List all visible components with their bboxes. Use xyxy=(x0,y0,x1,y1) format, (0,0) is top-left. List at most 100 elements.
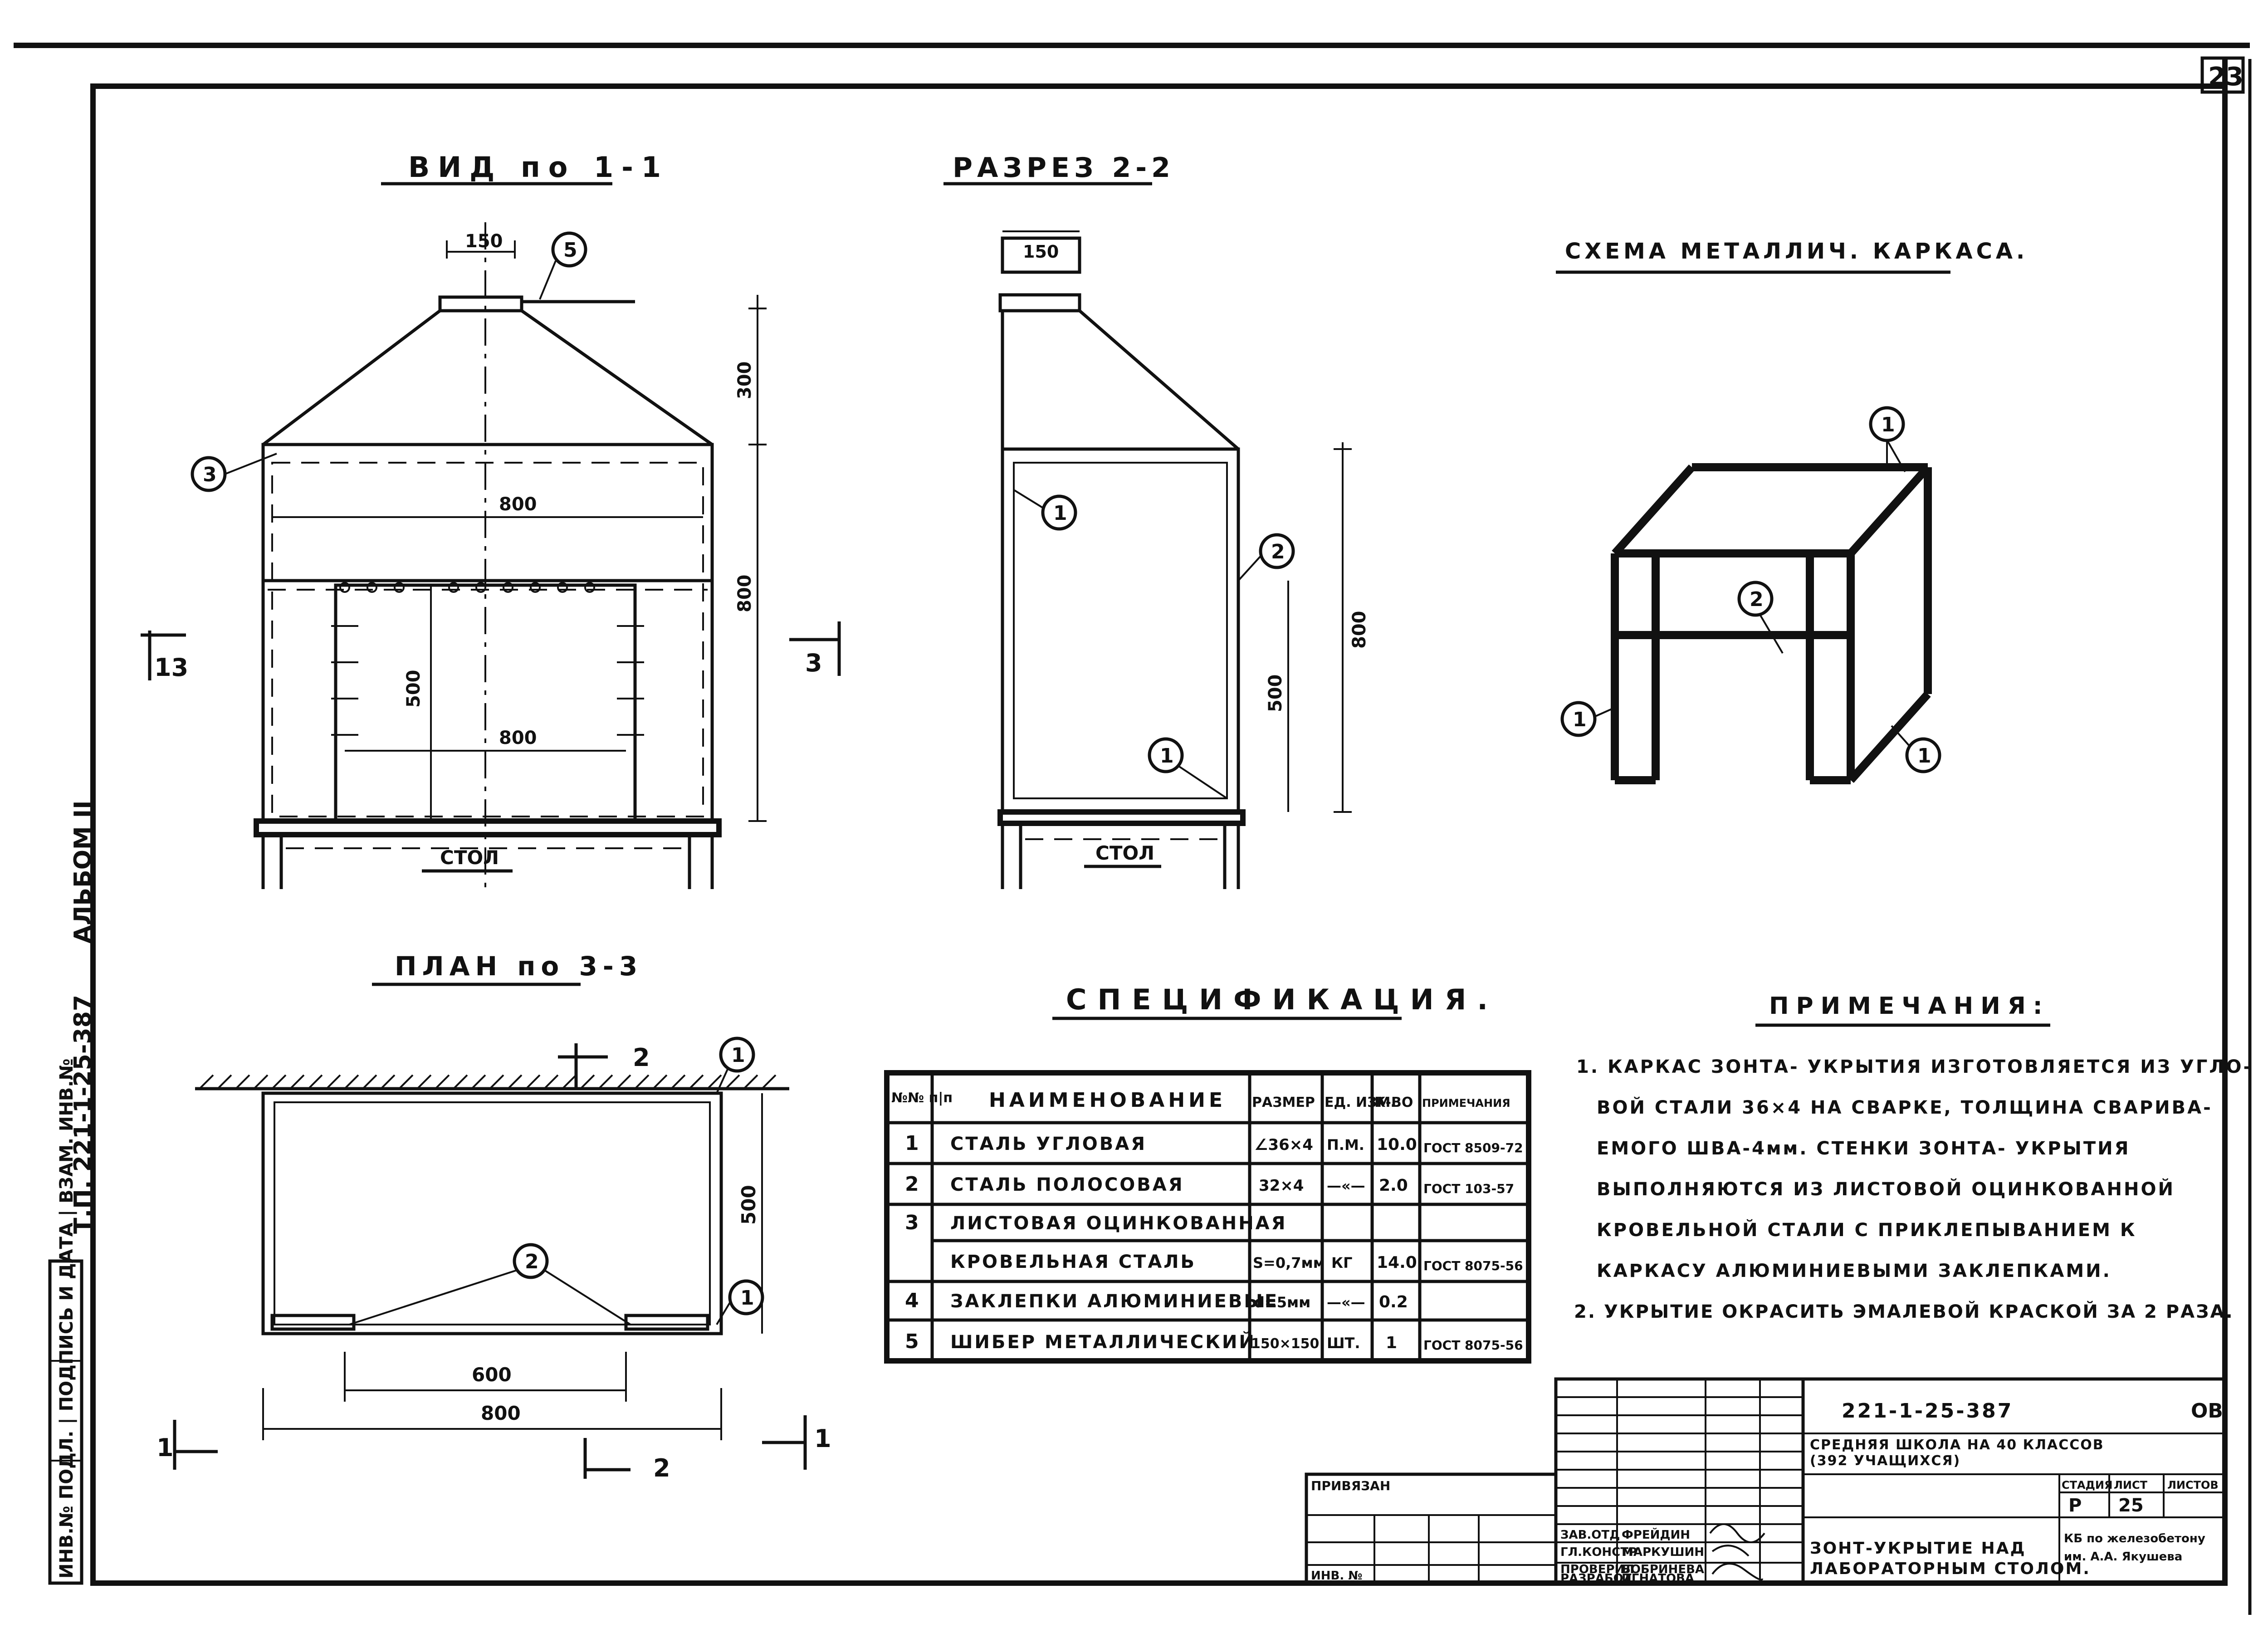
wall-hatch xyxy=(199,1074,777,1090)
side-margin: ИНВ.№ ПОДЛ. | ПОДПИСЬ И ДАТА | ВЗАМ. ИНВ… xyxy=(48,801,97,1585)
spec-r4-qty: 14.0 xyxy=(1377,1253,1417,1272)
callout-2-a xyxy=(1259,533,1295,569)
spec-r4-name: КРОВЕЛЬНАЯ СТАЛЬ xyxy=(950,1252,1196,1272)
spec-r5-name: ЗАКЛЕПКИ АЛЮМИНИЕВЫЕ xyxy=(950,1291,1279,1312)
role-4: РАЗРАБОТ xyxy=(1560,1572,1632,1585)
callout-2-b-text: 2 xyxy=(1750,588,1764,611)
spec-r5-qty: 0.2 xyxy=(1379,1293,1408,1311)
inv-label: ИНВ. № xyxy=(1311,1569,1363,1583)
callout-2-c-text: 2 xyxy=(525,1250,539,1273)
callout-1-e-text: 1 xyxy=(1917,744,1931,768)
spec-h-n: №№ п|п xyxy=(891,1090,953,1106)
spec-r2-size: 32×4 xyxy=(1259,1177,1304,1195)
spec-r4-unit: КГ xyxy=(1331,1254,1353,1271)
note-line-2: ВОЙ СТАЛИ 36×4 НА СВАРКЕ, ТОЛЩИНА СВАРИВ… xyxy=(1597,1096,2213,1118)
cut-mark-13: 13 xyxy=(154,653,188,682)
note-line-7: 2. УКРЫТИЕ ОКРАСИТЬ ЭМАЛЕВОЙ КРАСКОЙ ЗА … xyxy=(1574,1301,2234,1322)
signatures-scribble xyxy=(1709,1523,1765,1581)
attached-label: ПРИВЯЗАН xyxy=(1311,1478,1390,1493)
spec-r6-qty: 1 xyxy=(1386,1334,1397,1352)
table-label-b: СТОЛ xyxy=(1095,842,1154,864)
spec-r6-size: 150×150 xyxy=(1251,1336,1319,1352)
callout-5-text: 5 xyxy=(563,239,577,262)
org-line-1: КБ по железобетону xyxy=(2064,1532,2205,1545)
spec-r5-size: d=5мм xyxy=(1254,1294,1310,1311)
section-2-2-title: РАЗРЕЗ 2-2 xyxy=(953,152,1175,184)
spec-r6-name: ШИБЕР МЕТАЛЛИЧЕСКИЙ xyxy=(950,1331,1256,1353)
spec-r6-unit: ШТ. xyxy=(1327,1335,1360,1352)
cut-mark-2-b: 2 xyxy=(653,1454,670,1482)
dim-300-a: 300 xyxy=(734,362,755,400)
note-line-5: КРОВЕЛЬНОЙ СТАЛИ С ПРИКЛЕПЫВАНИЕМ К xyxy=(1597,1219,2137,1241)
sheet-value: 25 xyxy=(2118,1495,2144,1516)
callout-1-f xyxy=(719,1037,755,1073)
page-label: 23 xyxy=(2208,62,2244,92)
spec-r1-qty: 10.0 xyxy=(1377,1135,1417,1154)
spec-h-qty: К-ВО xyxy=(1374,1095,1413,1110)
role-2: ГЛ.КОНСТР xyxy=(1560,1545,1637,1559)
spec-h-note: ПРИМЕЧАНИЯ xyxy=(1422,1097,1510,1110)
note-line-4: ВЫПОЛНЯЮТСЯ ИЗ ЛИСТОВОЙ ОЦИНКОВАННОЙ xyxy=(1597,1178,2175,1200)
stage-value: Р xyxy=(2068,1495,2082,1516)
callout-1-c-text: 1 xyxy=(1881,413,1895,436)
tp-code: Т.П. 221-1-25-387 xyxy=(69,995,97,1234)
spec-r5-unit: —«— xyxy=(1327,1294,1365,1311)
note-line-6: КАРКАСУ АЛЮМИНИЕВЫМИ ЗАКЛЕПКАМИ. xyxy=(1597,1261,2112,1281)
dim-150-a: 150 xyxy=(465,231,503,252)
dim-600: 600 xyxy=(472,1364,512,1386)
cut-mark-3: 3 xyxy=(805,649,822,677)
spec-r2-unit: —«— xyxy=(1327,1177,1365,1194)
spec-r3-name: ЛИСТОВАЯ ОЦИНКОВАННАЯ xyxy=(950,1213,1287,1234)
spec-r5-n: 4 xyxy=(905,1289,919,1312)
name-2: МАРКУШИН xyxy=(1622,1545,1704,1559)
table-label-a: СТОЛ xyxy=(440,846,499,869)
name-1: ФРЕЙДИН xyxy=(1622,1527,1690,1542)
drawing-code: 221-1-25-387 xyxy=(1842,1399,2013,1423)
callout-5 xyxy=(551,231,587,268)
project-line-1: СРЕДНЯЯ ШКОЛА НА 40 КЛАССОВ xyxy=(1810,1437,2104,1453)
plan-3-3-title: ПЛАН по 3-3 xyxy=(395,951,643,982)
spec-grid xyxy=(884,1070,1531,1364)
spec-h-size: РАЗМЕР xyxy=(1252,1095,1315,1110)
dim-500-b: 500 xyxy=(1265,675,1286,713)
spec-r3-n: 3 xyxy=(905,1211,919,1234)
spec-r2-note: ГОСТ 103-57 xyxy=(1423,1181,1514,1196)
callout-2-c xyxy=(513,1243,549,1279)
callout-1-d-text: 1 xyxy=(1573,708,1587,731)
sheet-border: 23 xyxy=(14,43,2252,1615)
title-block: ЗАВ.ОТД ГЛ.КОНСТР ПРОВЕРИЛ РАЗРАБОТ ФРЕЙ… xyxy=(1305,1377,2227,1585)
spec-r6-n: 5 xyxy=(905,1330,919,1353)
cut-mark-1-b: 1 xyxy=(814,1424,831,1453)
drawing-title-2: ЛАБОРАТОРНЫМ СТОЛОМ. xyxy=(1810,1560,2091,1578)
spec-r4-note: ГОСТ 8075-56 xyxy=(1423,1258,1523,1273)
margin-stamps: ИНВ.№ ПОДЛ. | ПОДПИСЬ И ДАТА | ВЗАМ. ИНВ… xyxy=(56,1058,78,1579)
view-1-1: ВИД по 1-1 150 xyxy=(141,151,841,889)
role-3: ПРОВЕРИЛ xyxy=(1560,1563,1634,1576)
note-line-1: 1. КАРКАС ЗОНТА- УКРЫТИЯ ИЗГОТОВЛЯЕТСЯ И… xyxy=(1576,1056,2253,1077)
cut-mark-1-a: 1 xyxy=(156,1433,174,1462)
frame-scheme-title: СХЕМА МЕТАЛЛИЧ. КАРКАСА. xyxy=(1565,239,2028,264)
callout-1-a-text: 1 xyxy=(1053,502,1067,525)
role-1: ЗАВ.ОТД xyxy=(1560,1528,1620,1542)
callout-1-g-text: 1 xyxy=(740,1286,754,1310)
spec-r6-note: ГОСТ 8075-56 xyxy=(1423,1338,1523,1353)
callout-3-text: 3 xyxy=(203,463,217,486)
name-4: ИГНАТОВА xyxy=(1622,1572,1694,1585)
callout-1-b-text: 1 xyxy=(1160,744,1174,768)
frame-scheme: СХЕМА МЕТАЛЛИЧ. КАРКАСА. xyxy=(1556,239,2028,784)
plan-3-3: ПЛАН по 3-3 600 xyxy=(156,951,831,1482)
dim-800-c: 800 xyxy=(734,575,755,613)
dim-800-d: 800 xyxy=(1349,611,1370,649)
album-label: АЛЬБОМ II xyxy=(69,801,97,944)
callout-1-d xyxy=(1560,701,1597,737)
spec-r1-unit: П.М. xyxy=(1327,1136,1364,1154)
spec-r1-name: СТАЛЬ УГЛОВАЯ xyxy=(950,1134,1147,1154)
org-line-2: им. А.А. Якушева xyxy=(2064,1550,2182,1564)
callout-1-f-text: 1 xyxy=(731,1044,745,1067)
spec-r4-size: S=0,7мм xyxy=(1253,1254,1325,1271)
spec-r1-note: ГОСТ 8509-72 xyxy=(1423,1140,1523,1155)
spec-h-name: НАИМЕНОВАНИЕ xyxy=(989,1089,1226,1112)
spec-r2-n: 2 xyxy=(905,1173,919,1196)
callout-1-a xyxy=(1041,494,1077,531)
